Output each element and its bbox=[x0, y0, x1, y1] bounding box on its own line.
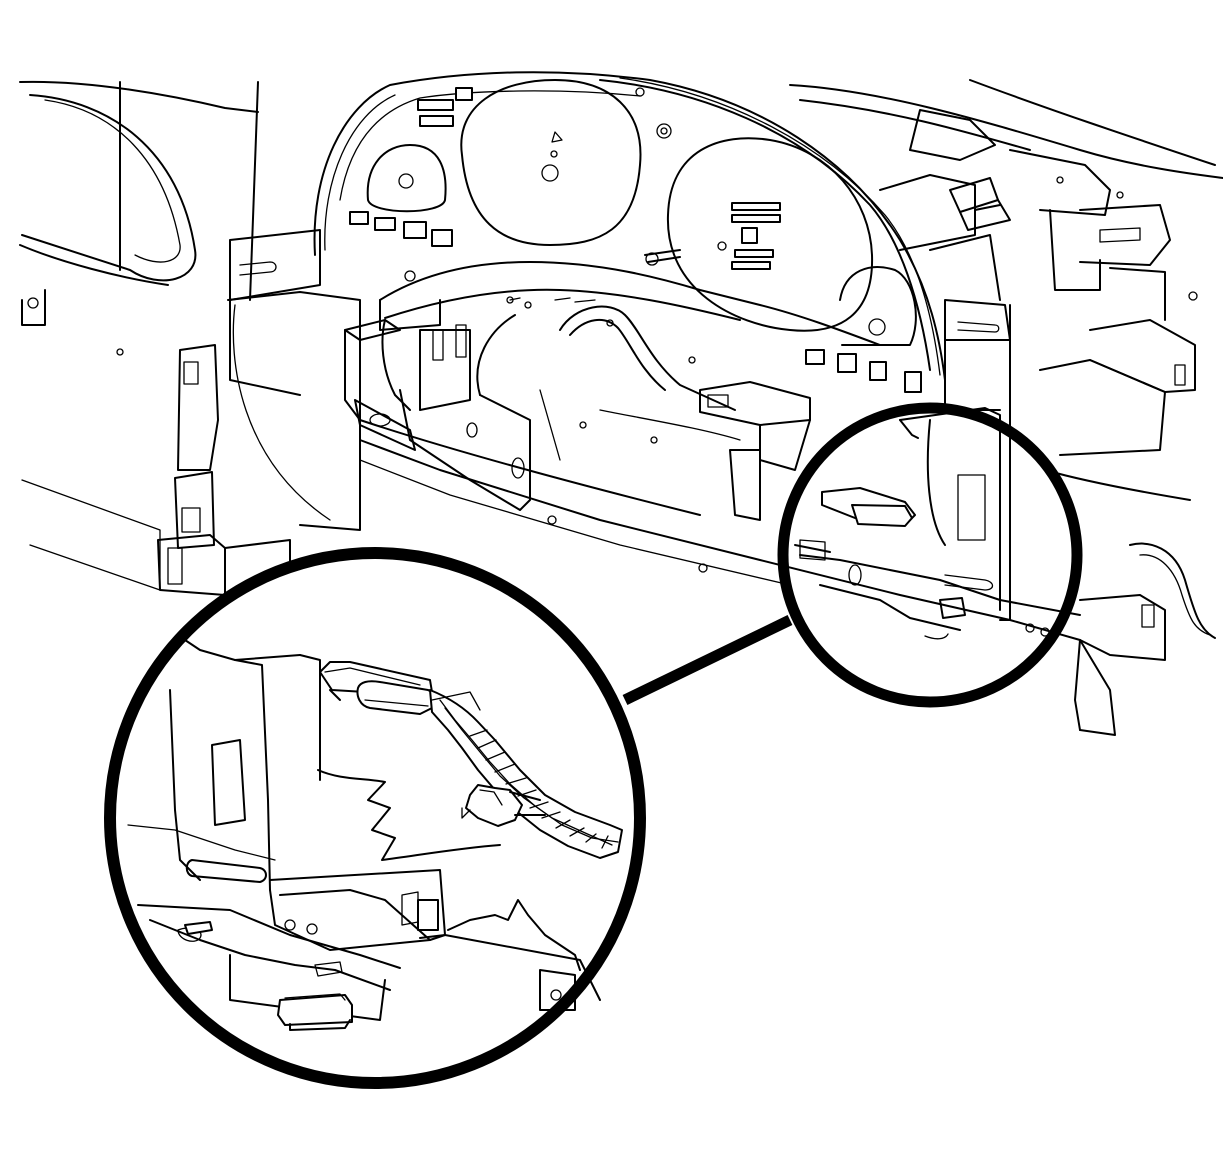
lower-beam bbox=[359, 389, 1011, 621]
detail-magnified-view bbox=[104, 547, 646, 1089]
leader-line bbox=[622, 615, 793, 705]
callout-circle-small bbox=[777, 402, 1083, 708]
right-side-structure bbox=[789, 79, 1223, 736]
instrument-cluster bbox=[313, 71, 946, 393]
left-side-structure bbox=[19, 80, 361, 596]
cross-car-beam bbox=[344, 174, 1011, 621]
